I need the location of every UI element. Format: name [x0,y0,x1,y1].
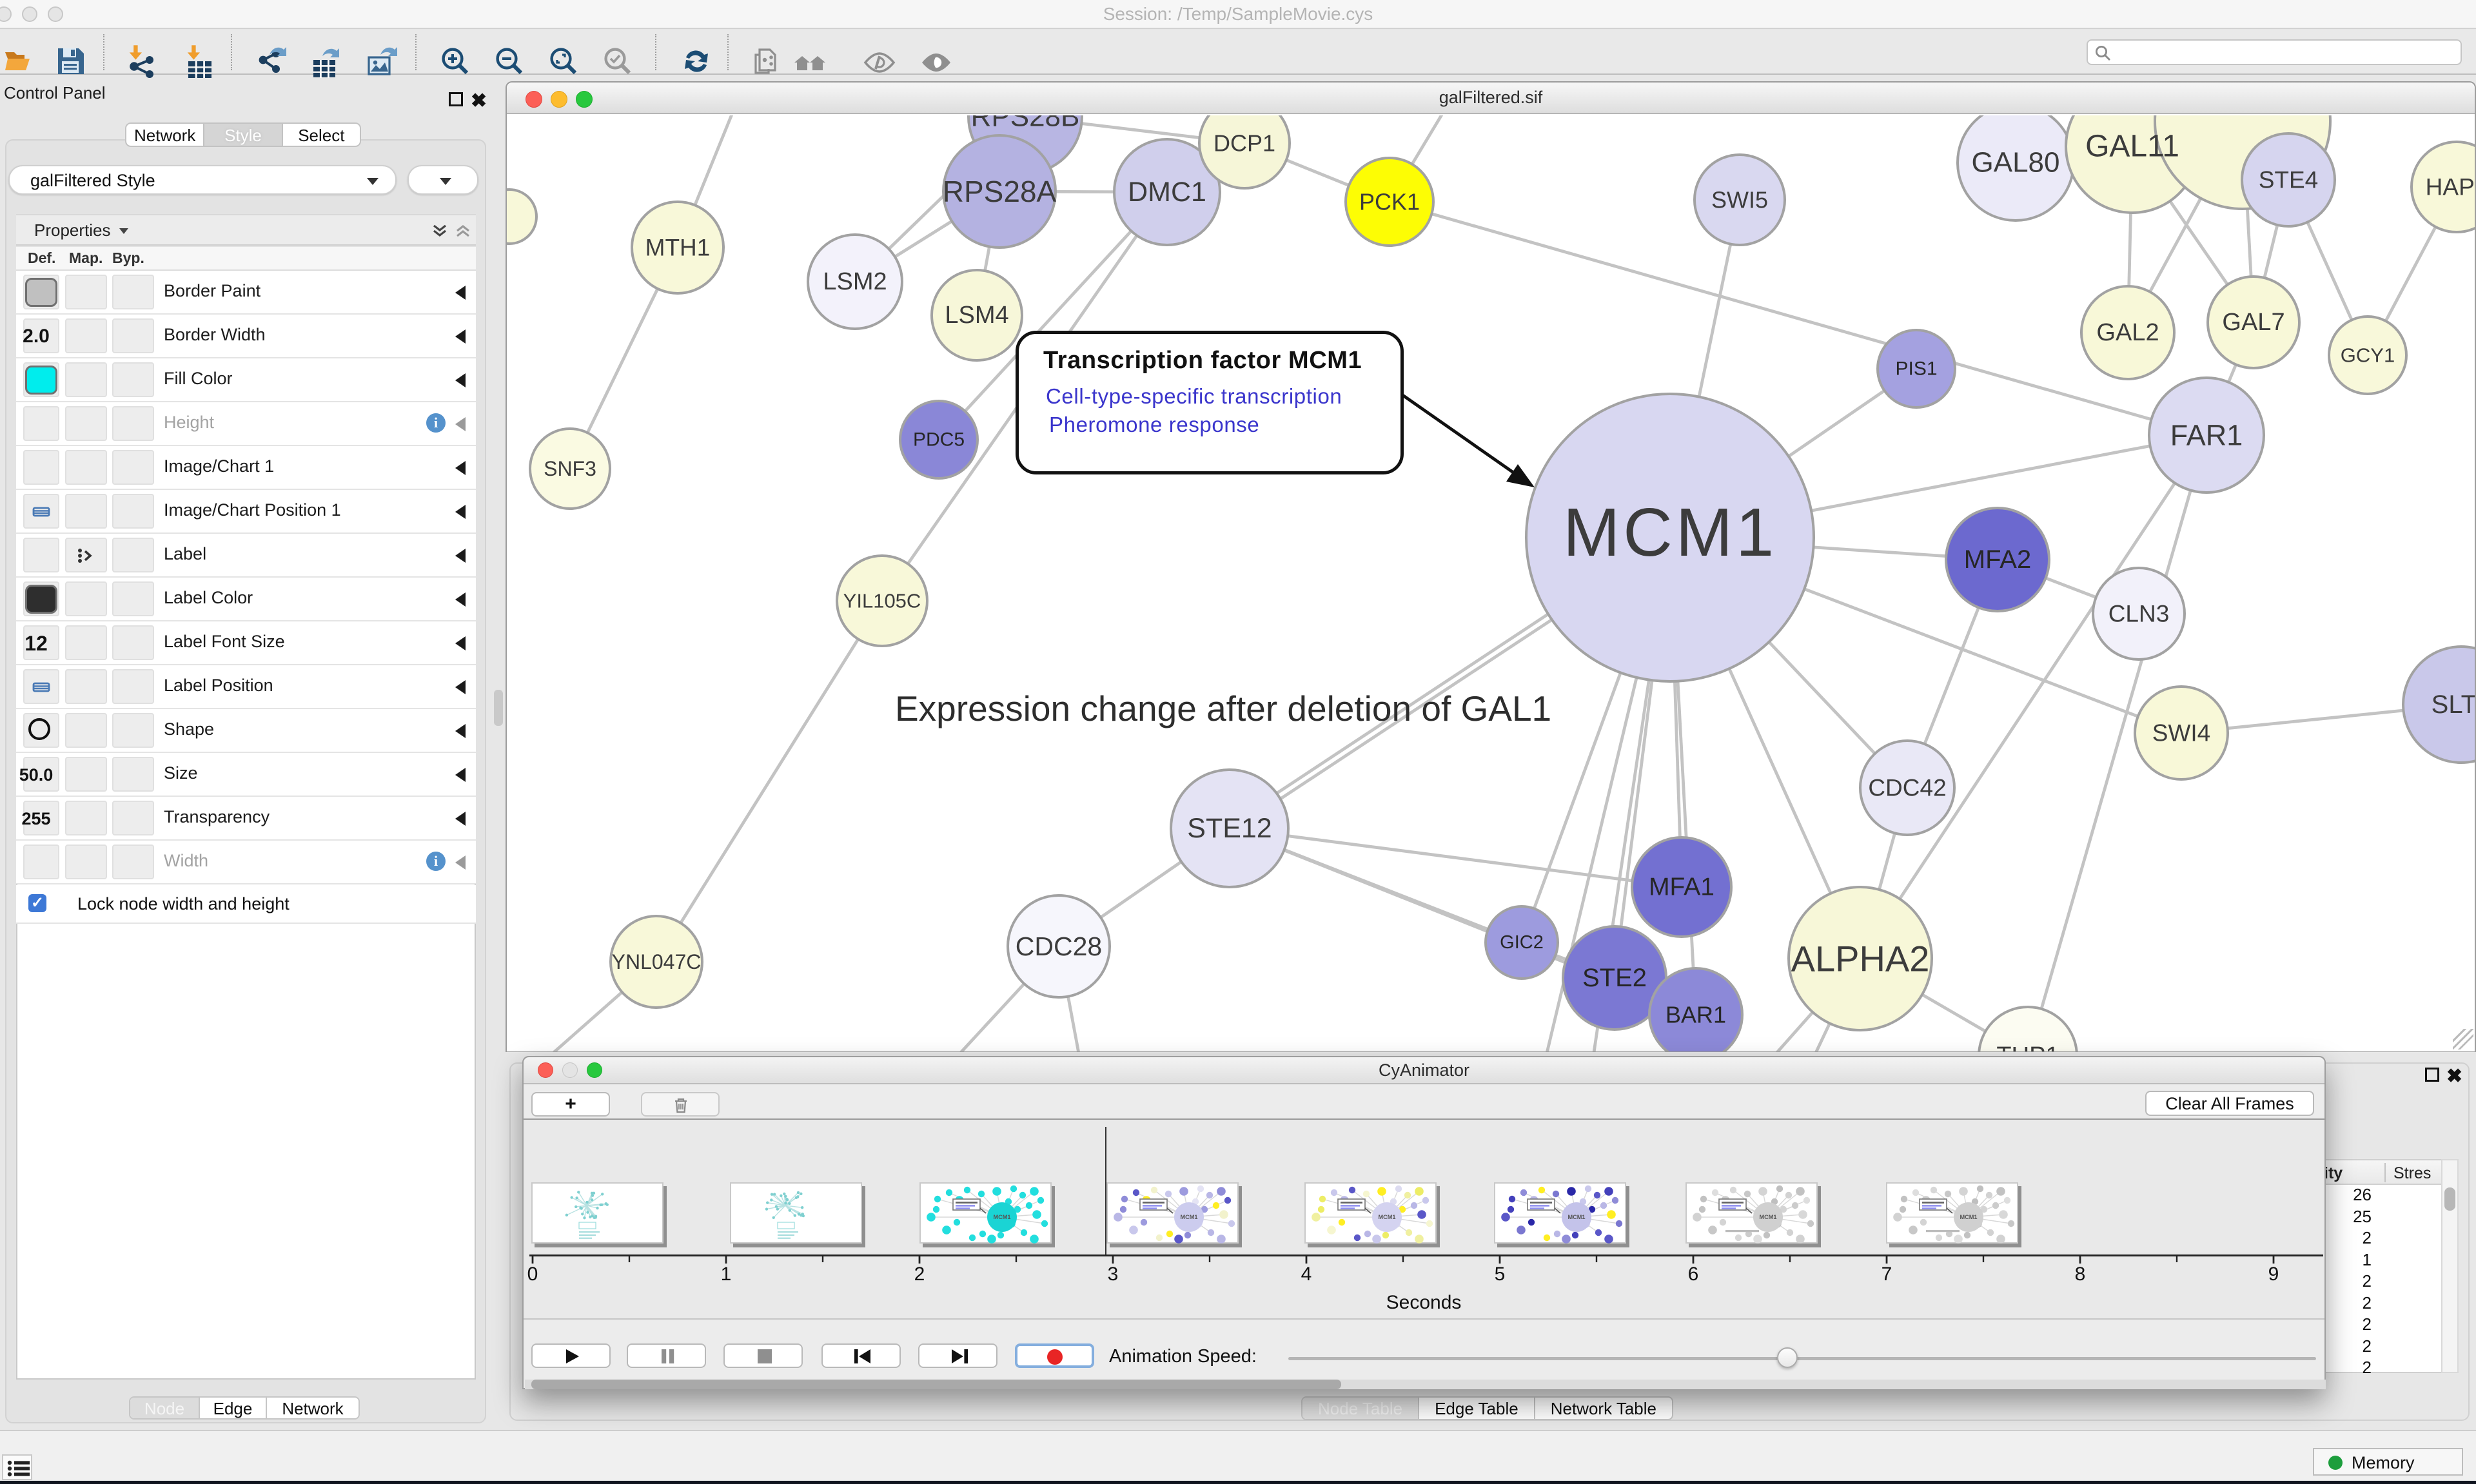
svg-text:LSM2: LSM2 [823,268,887,295]
svg-text:MCM1: MCM1 [993,1214,1010,1220]
svg-text:STE2: STE2 [1582,964,1647,992]
svg-text:TUP1: TUP1 [1996,1042,2059,1051]
svg-text:SLT2: SLT2 [2432,690,2475,719]
svg-text:CLN3: CLN3 [2108,601,2170,627]
svg-text:YIL105C: YIL105C [843,590,921,612]
svg-text:MFA2: MFA2 [1964,545,2031,574]
svg-text:PIS1: PIS1 [1895,358,1937,380]
svg-text:MCM1: MCM1 [1567,1214,1585,1220]
svg-text:MCM1: MCM1 [1180,1214,1197,1220]
svg-text:MCM1: MCM1 [1759,1214,1776,1220]
svg-text:CDC42: CDC42 [1868,775,1946,801]
svg-text:GAL7: GAL7 [2222,309,2284,336]
svg-text:STE4: STE4 [2259,167,2319,193]
svg-text:PDC5: PDC5 [913,429,965,451]
svg-text:PCK1: PCK1 [1359,189,1420,215]
svg-text:GAL80: GAL80 [1972,147,2060,179]
svg-text:GCY1: GCY1 [2341,344,2395,367]
svg-text:ALPHA2: ALPHA2 [1791,939,1930,979]
svg-text:DMC1: DMC1 [1128,177,1206,208]
svg-text:MCM1: MCM1 [1563,494,1777,571]
svg-text:GAL2: GAL2 [2096,319,2159,346]
svg-text:SWI4: SWI4 [2152,720,2210,747]
svg-text:GIC2: GIC2 [1500,932,1544,953]
svg-text:SWI5: SWI5 [1711,187,1768,213]
svg-text:SNF3: SNF3 [544,457,596,480]
svg-text:MTH1: MTH1 [645,235,711,261]
svg-text:LSM4: LSM4 [945,302,1008,329]
svg-text:MCM1: MCM1 [1960,1214,1977,1220]
svg-text:DCP1: DCP1 [1213,130,1275,157]
svg-text:GAL11: GAL11 [2085,130,2179,164]
svg-text:YNL047C: YNL047C [612,950,702,973]
svg-text:RPS28A: RPS28A [943,175,1057,208]
svg-text:STE12: STE12 [1187,813,1272,844]
svg-text:MCM1: MCM1 [1378,1214,1395,1220]
svg-text:FAR1: FAR1 [2170,419,2243,452]
svg-text:HAP2: HAP2 [2426,174,2475,200]
svg-text:MFA1: MFA1 [1649,874,1715,901]
svg-text:BAR1: BAR1 [1665,1002,1726,1028]
svg-text:RPS28B: RPS28B [971,115,1080,133]
svg-text:CDC28: CDC28 [1016,932,1102,961]
